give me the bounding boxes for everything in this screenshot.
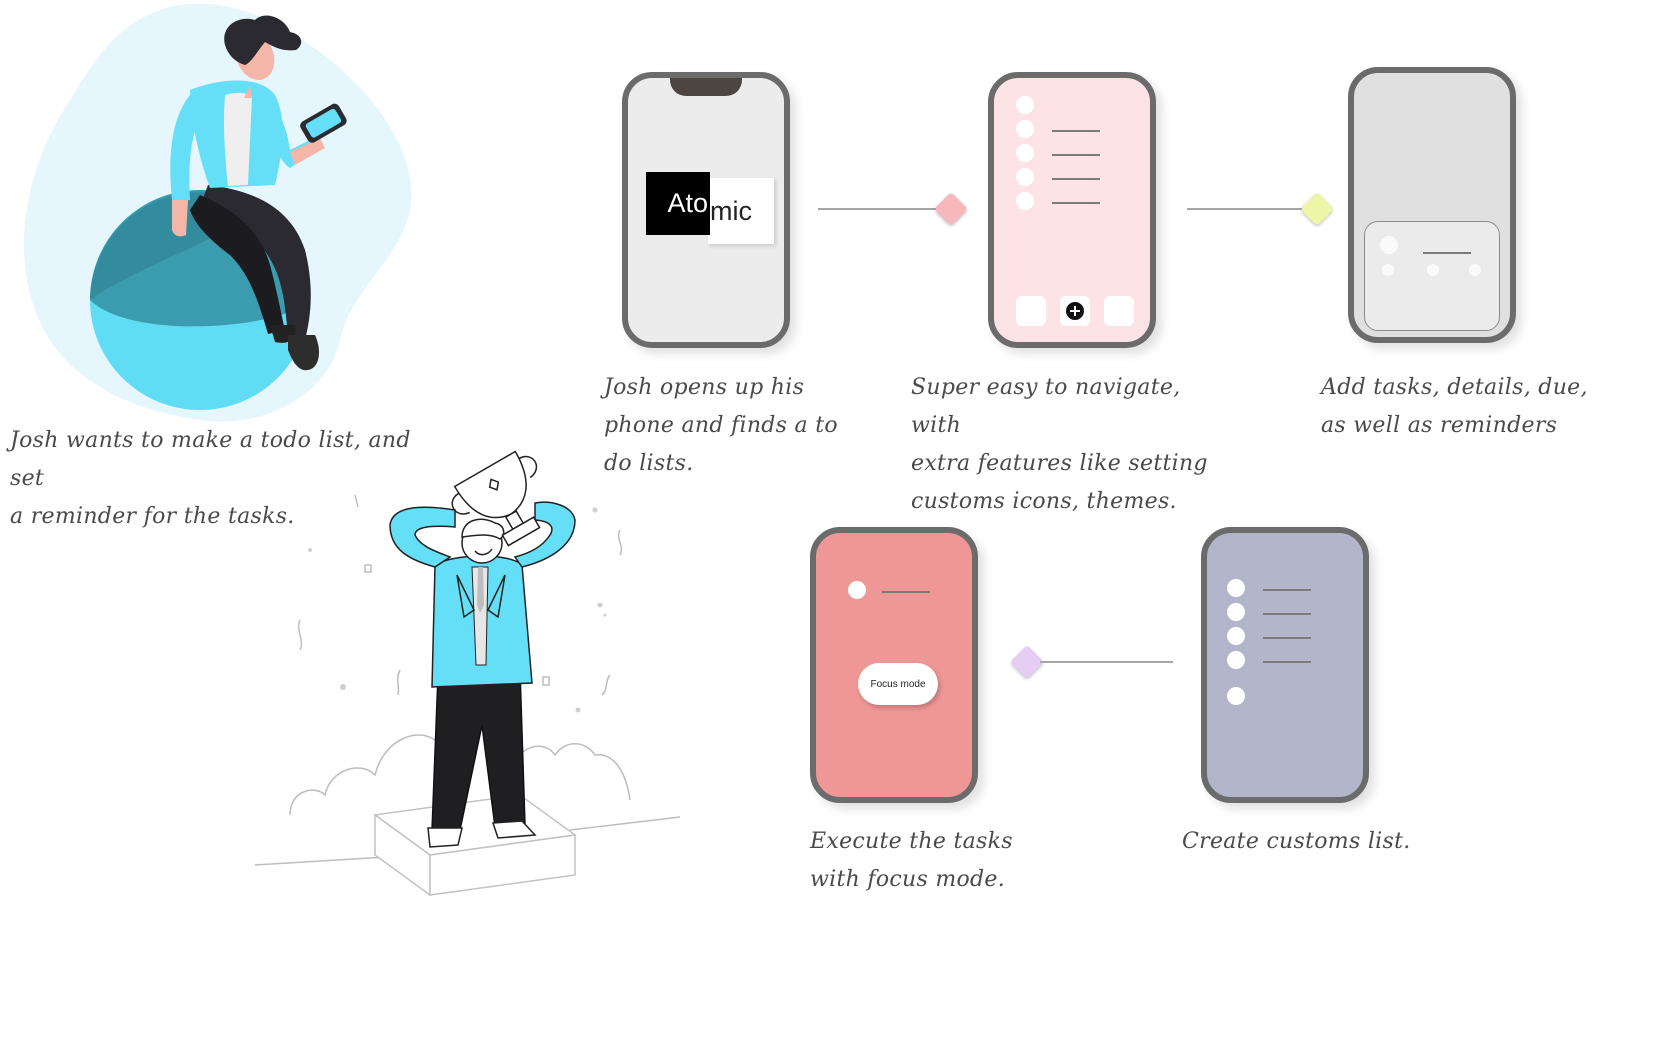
phone-custom-list-screen — [1201, 527, 1369, 803]
step2-caption: Super easy to navigate, with extra featu… — [911, 375, 1208, 514]
nav-button-add[interactable] — [1060, 296, 1090, 326]
list-line — [1263, 661, 1311, 663]
atomic-logo-text-ato: Ato — [667, 188, 708, 218]
task-line — [882, 591, 930, 593]
connector-line-1 — [818, 208, 938, 210]
atomic-logo-left: Ato — [646, 172, 710, 235]
step5-caption: Create customs list. — [1182, 829, 1411, 854]
phone-list-screen — [988, 72, 1156, 348]
step1-caption: Josh opens up his phone and finds a to d… — [604, 375, 838, 476]
flow-diamond-yellow — [1300, 192, 1334, 226]
list-bullet — [1227, 579, 1245, 597]
man-with-trophy-illustration — [254, 450, 681, 897]
list-bullet — [1016, 96, 1034, 114]
option-dot — [1469, 264, 1481, 276]
list-line — [1052, 154, 1100, 156]
list-bullet — [1227, 603, 1245, 621]
task-bullet — [848, 581, 866, 599]
list-bullet — [1016, 168, 1034, 186]
phone-splash-screen: mic Ato — [622, 72, 790, 348]
list-line — [1263, 613, 1311, 615]
phone-add-task-screen — [1348, 67, 1516, 343]
nav-button-right[interactable] — [1104, 296, 1134, 326]
nav-button-left[interactable] — [1016, 296, 1046, 326]
option-dot — [1427, 264, 1439, 276]
add-task-sheet — [1364, 221, 1500, 331]
option-dot — [1382, 264, 1394, 276]
focus-mode-button[interactable]: Focus mode — [858, 663, 938, 705]
focus-mode-label: Focus mode — [870, 678, 926, 690]
list-line — [1263, 637, 1311, 639]
connector-line-2 — [1187, 208, 1305, 210]
task-bullet — [1380, 236, 1398, 254]
list-bullet — [1227, 687, 1245, 705]
atomic-logo-right: mic — [708, 178, 774, 244]
intro-caption: Josh wants to make a todo list, and set … — [10, 428, 411, 529]
list-line — [1052, 178, 1100, 180]
list-bullet — [1016, 192, 1034, 210]
task-line — [1423, 252, 1471, 254]
list-bullet — [1227, 627, 1245, 645]
man-with-phone-illustration — [23, 3, 412, 422]
list-line — [1052, 130, 1100, 132]
list-bullet — [1227, 651, 1245, 669]
list-bullet — [1016, 144, 1034, 162]
plus-circle-icon — [1066, 302, 1084, 320]
flow-diamond-purple — [1010, 645, 1044, 679]
connector-line-3 — [1040, 661, 1173, 663]
phone-focus-mode-screen: Focus mode — [810, 527, 978, 803]
phone-notch — [670, 78, 742, 96]
flow-diamond-pink — [934, 192, 968, 226]
list-line — [1263, 589, 1311, 591]
list-bullet — [1016, 120, 1034, 138]
list-line — [1052, 202, 1100, 204]
step3-caption: Add tasks, details, due, as well as remi… — [1321, 375, 1588, 438]
step4-caption: Execute the tasks with focus mode. — [810, 829, 1013, 892]
atomic-logo-text-mic: mic — [710, 195, 752, 226]
